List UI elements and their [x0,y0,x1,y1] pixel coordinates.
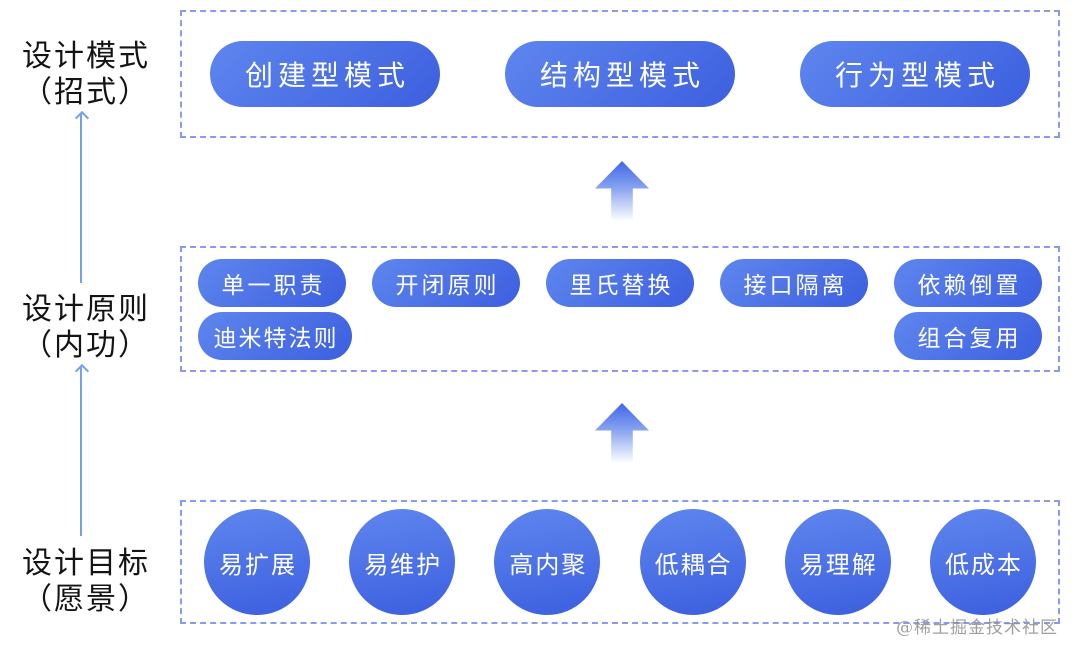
pattern-pill-structural: 结构型模式 [505,41,735,107]
goal-circle-low-coupling: 低耦合 [639,509,746,615]
goal-circle-high-cohesion: 高内聚 [494,509,601,615]
up-arrow-block-icon [595,403,649,467]
up-arrow-line-icon [80,113,82,283]
principle-pill-interface-segregation: 接口隔离 [720,258,868,307]
label-design-goals-line2: （愿景） [22,582,150,617]
label-design-patterns-line1: 设计模式 [22,39,150,74]
up-arrow-block-icon [595,161,649,225]
principles-box: 单一职责 开闭原则 里氏替换 接口隔离 依赖倒置 迪米特法则 组合复用 [180,246,1060,372]
principles-row-2: 迪米特法则 组合复用 [198,311,1042,360]
goal-circle-understandable: 易理解 [784,509,891,615]
watermark: @稀土掘金技术社区 [896,618,1058,638]
label-design-principles-line1: 设计原则 [22,292,150,327]
principle-pill-liskov-substitution: 里氏替换 [546,258,694,307]
goals-box: 易扩展 易维护 高内聚 低耦合 易理解 低成本 [180,500,1060,624]
principle-pill-composite-reuse: 组合复用 [894,311,1042,360]
label-design-goals-line1: 设计目标 [22,546,150,581]
principle-pill-single-responsibility: 单一职责 [198,258,346,307]
principles-row-1: 单一职责 开闭原则 里氏替换 接口隔离 依赖倒置 [198,258,1042,307]
label-design-principles: 设计原则 （内功） [2,292,170,364]
principle-pill-dependency-inversion: 依赖倒置 [894,258,1042,307]
label-design-patterns-line2: （招式） [22,75,150,110]
up-arrow-line-icon [80,366,82,536]
principle-pill-open-closed: 开闭原则 [372,258,520,307]
goal-circle-maintainable: 易维护 [349,509,456,615]
pattern-pill-creational: 创建型模式 [210,41,440,107]
goal-circle-low-cost: 低成本 [929,509,1036,615]
label-design-goals: 设计目标 （愿景） [2,546,170,618]
patterns-box: 创建型模式 结构型模式 行为型模式 [180,10,1060,138]
label-design-patterns: 设计模式 （招式） [2,39,170,111]
goal-circle-extensible: 易扩展 [204,509,310,615]
principle-pill-demeter: 迪米特法则 [198,311,352,360]
pattern-pill-behavioral: 行为型模式 [800,41,1030,107]
label-design-principles-line2: （内功） [22,328,150,363]
